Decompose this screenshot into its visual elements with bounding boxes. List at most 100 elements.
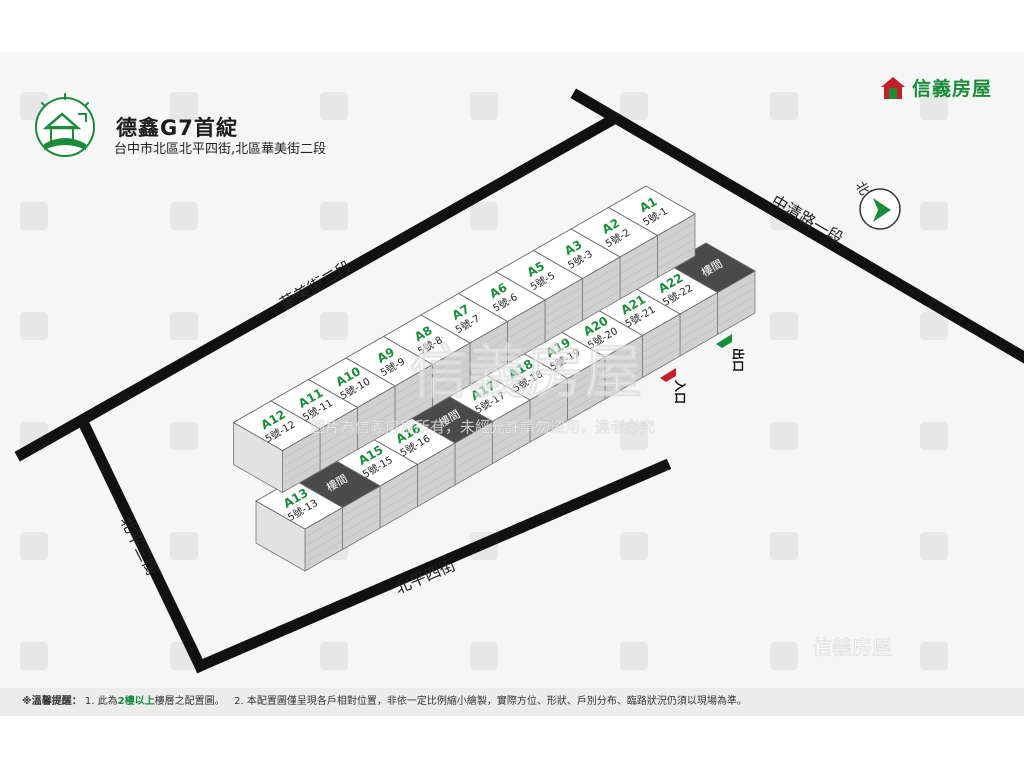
watermark-tile	[170, 422, 198, 450]
window-line	[657, 238, 696, 261]
watermark-tile	[170, 202, 198, 230]
watermark-tile	[770, 532, 798, 560]
window-line	[342, 519, 381, 542]
window-line	[432, 359, 471, 382]
road-zhongqing-rd	[570, 88, 1024, 364]
site-plan-svg: 中清路一段 華美街二段 北平三街 北平四街 北 樓間A225號-22A215號-…	[14, 88, 1024, 674]
window-line	[529, 403, 568, 426]
window-line	[642, 347, 681, 370]
watermark-tile	[620, 532, 648, 560]
window-line	[642, 330, 681, 353]
window-line	[619, 252, 658, 275]
road-beiping-4th-st	[192, 458, 672, 674]
window-line	[679, 309, 718, 332]
window-line	[319, 432, 358, 455]
window-line	[379, 472, 418, 495]
watermark-copyright: 圖片為信義房屋所有，未經允許請勿盜用，違者必究	[310, 418, 655, 436]
window-line	[507, 324, 546, 347]
road-beiping-3rd-st	[76, 416, 208, 674]
watermark-tile	[770, 312, 798, 340]
window-line	[717, 279, 756, 302]
window-line	[582, 281, 621, 304]
window-line	[657, 247, 696, 270]
window-line	[679, 325, 718, 348]
window-line	[619, 260, 658, 283]
watermark: 信義房屋 圖片為信義房屋所有，未經允許請勿盜用，違者必究 信義房屋	[310, 338, 893, 660]
window-line	[567, 373, 606, 396]
watermark-tile	[920, 642, 948, 670]
window-line	[379, 497, 418, 520]
project-logo-icon	[35, 93, 95, 157]
window-line	[657, 222, 696, 245]
window-line	[417, 459, 456, 482]
window-line	[469, 346, 508, 369]
window-line	[544, 286, 583, 309]
compass-north-label: 北	[852, 179, 871, 198]
entrance-label: 入口	[673, 380, 687, 404]
window-line	[304, 532, 343, 555]
watermark-tile	[770, 92, 798, 120]
brand-logo: 信義房屋	[880, 74, 992, 101]
project-title: 德鑫G7首綻	[116, 116, 238, 140]
notice-point1-highlight: 2樓以上	[117, 696, 155, 707]
street-label-beiping-3rd: 北平三街	[116, 513, 162, 579]
window-line	[679, 300, 718, 323]
watermark-tile	[470, 642, 498, 670]
window-line	[492, 408, 531, 431]
window-line	[342, 510, 381, 533]
window-line	[432, 351, 471, 374]
window-line	[319, 415, 358, 438]
window-line	[357, 419, 396, 442]
street-label-huamei: 華美街二段	[277, 257, 356, 313]
road-huamei-st	[14, 112, 620, 462]
watermark-tile	[20, 202, 48, 230]
entrance-exit-markers: 出口 入口	[660, 334, 746, 404]
watermark-tile	[770, 642, 798, 670]
unit-roof	[255, 478, 344, 530]
window-line	[507, 333, 546, 356]
window-line	[529, 411, 568, 434]
window-line	[544, 295, 583, 318]
window-line	[544, 303, 583, 326]
window-line	[379, 481, 418, 504]
window-line	[282, 453, 321, 476]
window-line	[454, 429, 493, 452]
window-line	[319, 424, 358, 447]
exit-label: 出口	[731, 348, 746, 372]
window-line	[342, 494, 381, 517]
notice-bar: ※溫馨提醒： 1. 此為2樓以上樓層之配置圖。 2. 本配置圖僅呈現各戶相對位置…	[0, 688, 1024, 716]
watermark-tile	[320, 312, 348, 340]
brand-house-icon	[881, 76, 905, 99]
entrance-arrow-icon	[660, 368, 676, 382]
watermark-tile	[470, 92, 498, 120]
notice-point1-pre: 1. 此為	[84, 696, 118, 707]
window-line	[394, 397, 433, 420]
window-line	[604, 360, 643, 383]
window-line	[319, 440, 358, 463]
notice-point2: 2. 本配置圖僅呈現各戶相對位置，非依一定比例縮小繪製，實際方位、形狀、戶別分布…	[234, 696, 747, 707]
window-line	[582, 273, 621, 296]
window-line	[432, 376, 471, 399]
watermark-corner: 信義房屋	[812, 635, 892, 659]
notice-label: ※溫馨提醒：	[22, 696, 82, 707]
watermark-tile	[320, 202, 348, 230]
window-line	[619, 243, 658, 266]
window-line	[492, 416, 531, 439]
window-line	[342, 502, 381, 525]
window-line	[717, 295, 756, 318]
watermark-tile	[170, 532, 198, 560]
window-line	[604, 352, 643, 375]
window-line	[657, 230, 696, 253]
window-line	[432, 367, 471, 390]
window-line	[619, 268, 658, 291]
window-line	[529, 386, 568, 409]
watermark-brand: 信義房屋	[410, 338, 642, 406]
watermark-tile	[770, 422, 798, 450]
exit-arrow-icon	[716, 334, 732, 348]
window-line	[717, 304, 756, 327]
window-line	[642, 322, 681, 345]
window-line	[492, 424, 531, 447]
